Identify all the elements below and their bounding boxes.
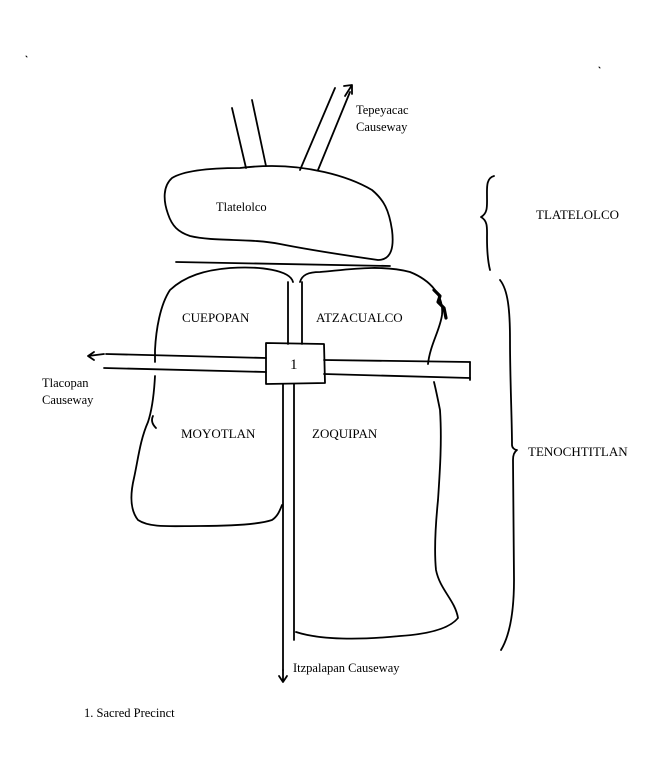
tenochtitlan-bracket-label: TENOCHTITLAN <box>528 444 628 459</box>
tlacopan-road-top <box>105 353 267 359</box>
tepeyacac-road-left-2 <box>251 99 267 167</box>
tepeyacac-road-right-2 <box>317 91 351 171</box>
tlatelolco-bracket-label: TLATELOLCO <box>536 207 620 222</box>
atzacualco-label: ATZACUALCO <box>316 310 403 325</box>
zoquipan-label: ZOQUIPAN <box>312 426 378 441</box>
east-road-bottom <box>323 373 471 379</box>
tlacopan-causeway-label: Tlacopan Causeway <box>42 376 94 407</box>
tenochtitlan-island-outline <box>130 266 459 640</box>
shore-detail <box>151 415 157 429</box>
channel-line <box>175 261 391 267</box>
east-road-top <box>323 359 471 363</box>
sacred-precinct-square <box>265 342 326 385</box>
itzpalapan-arrow-icon <box>278 669 288 683</box>
tepeyacac-road-right-1 <box>299 87 336 171</box>
tlatelolco-island-outline <box>163 165 394 261</box>
itzpalapan-causeway-label: Itzpalapan Causeway <box>293 661 400 675</box>
sacred-precinct-number: 1 <box>290 357 298 373</box>
stray-mark-1 <box>25 55 28 58</box>
legend-sacred-precinct: 1. Sacred Precinct <box>84 706 175 720</box>
stray-mark-2 <box>598 66 601 69</box>
cuepopan-label: CUEPOPAN <box>182 310 250 325</box>
tlacopan-road-bottom <box>103 367 267 373</box>
tepeyacac-causeway-label: Tepeyacac Causeway <box>356 103 409 134</box>
tepeyacac-road-left-1 <box>231 107 247 169</box>
tenochtitlan-brace <box>499 279 518 651</box>
tlacopan-arrow-icon <box>87 351 105 361</box>
tlatelolco-brace <box>480 175 495 271</box>
tlatelolco-island-label: Tlatelolco <box>216 200 267 214</box>
moyotlan-label: MOYOTLAN <box>181 426 256 441</box>
shore-notch <box>432 288 448 320</box>
tepeyacac-arrow-icon <box>343 84 353 97</box>
